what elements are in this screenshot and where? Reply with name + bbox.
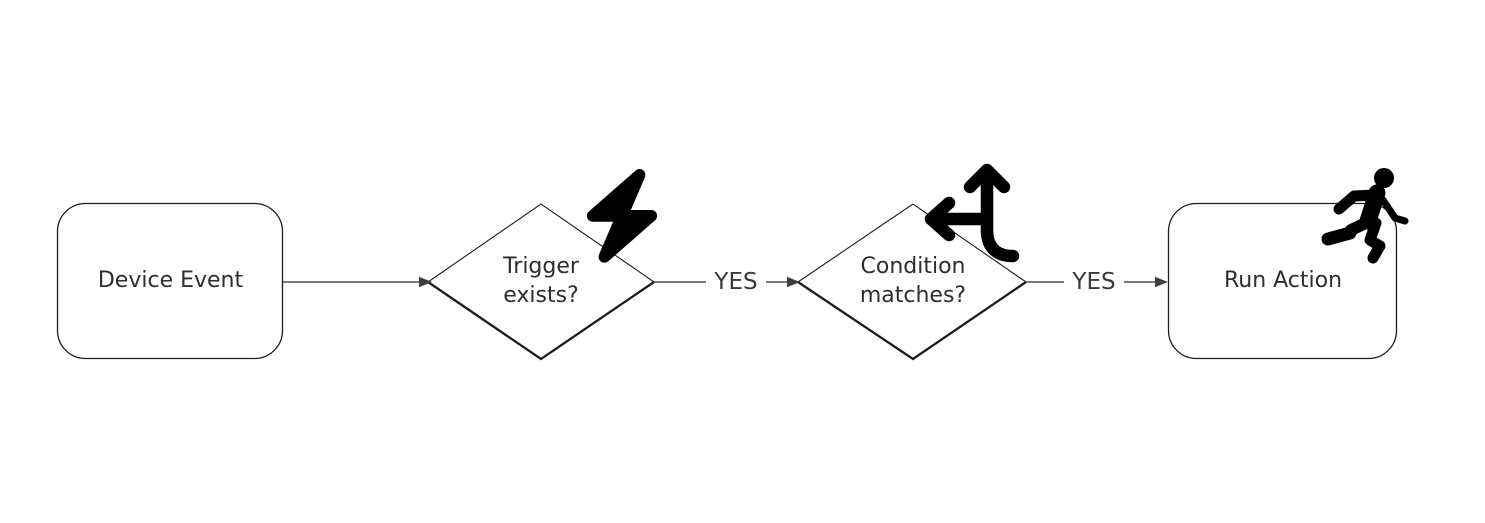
person-running-icon	[1321, 168, 1409, 264]
node-label-run-action: Run Action	[1223, 268, 1343, 294]
node-label-condition-matches: Condition matches?	[859, 253, 967, 308]
condition-matches-diamond	[797, 203, 1027, 361]
arrowhead	[419, 276, 432, 288]
arrowhead	[787, 276, 800, 288]
bolt-icon	[586, 168, 658, 263]
edge-label-yes-1: YES	[706, 268, 766, 296]
device-event-node	[56, 202, 284, 360]
node-label-device-event: Device Event	[97, 268, 244, 294]
arrows-split-up-and-left-icon	[924, 163, 1020, 263]
edge-label-yes-2: YES	[1064, 268, 1124, 296]
node-label-trigger-exists: Trigger exists?	[503, 253, 579, 308]
trigger-exists-diamond	[427, 203, 655, 361]
arrowhead	[1155, 276, 1168, 288]
edge-device-to-trigger	[283, 276, 432, 288]
